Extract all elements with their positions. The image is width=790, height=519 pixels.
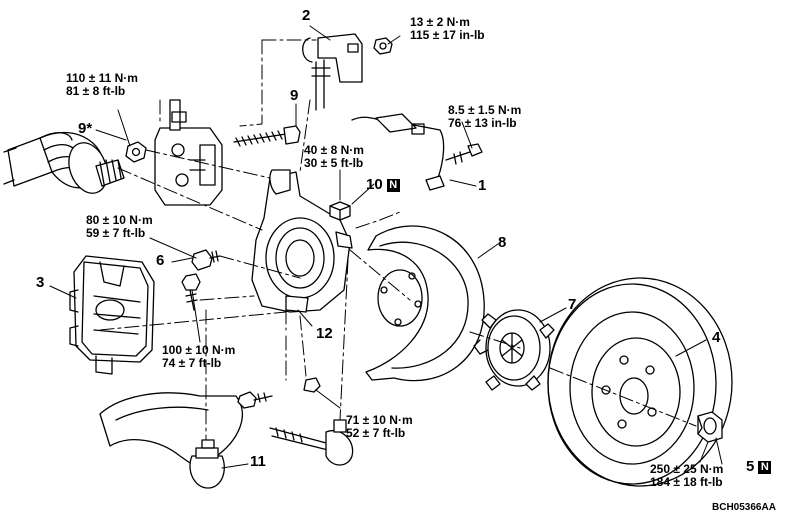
callout-1: 1 (478, 177, 487, 194)
lower-arm-ball-joint-11 (99, 392, 243, 489)
torque-3-ftlb: 74 ± 7 ft-lb (162, 356, 222, 370)
callout-11: 11 (250, 453, 266, 470)
torque-6-nm: 80 ± 10 N·m (86, 213, 153, 227)
figure-code: BCH05366AA (712, 502, 776, 513)
torque-spec-5: 250 ± 25 N·m 184 ± 18 ft-lb (650, 463, 723, 489)
dust-shield-8 (365, 225, 485, 382)
torque-5-nm: 250 ± 25 N·m (650, 462, 724, 476)
brake-caliper-3 (69, 255, 155, 375)
wheel-speed-sensor-1 (351, 113, 483, 191)
replace-nut-badge-5: N (758, 461, 772, 474)
torque-9-star-ftlb: 81 ± 8 ft-lb (66, 84, 126, 98)
torque-spec-10: 40 ± 8 N·m 30 ± 5 ft-lb (304, 144, 364, 170)
torque-5-ftlb: 184 ± 18 ft-lb (650, 475, 723, 489)
caliper-bolt (181, 273, 201, 311)
tie-rod-end (269, 419, 354, 466)
torque-11-ftlb: 52 ± 7 ft-lb (346, 426, 406, 440)
torque-11-nm: 71 ± 10 N·m (346, 413, 413, 427)
torque-spec-1: 8.5 ± 1.5 N·m 76 ± 13 in-lb (448, 104, 521, 130)
bolt-6 (191, 249, 221, 271)
callout-7: 7 (568, 296, 577, 313)
callout-5-number: 5 (746, 458, 755, 475)
hose-bracket-2 (302, 33, 393, 111)
torque-10-ftlb: 30 ± 5 ft-lb (304, 156, 364, 170)
drive-shaft (3, 131, 125, 194)
lower-arm-bolt (237, 391, 273, 409)
callout-3: 3 (36, 274, 45, 291)
steering-knuckle-12 (251, 169, 353, 313)
wheel-hub-7 (473, 309, 555, 391)
torque-3-nm: 100 ± 10 N·m (162, 343, 236, 357)
torque-spec-9-star: 110 ± 11 N·m 81 ± 8 ft-lb (66, 72, 138, 98)
callout-2: 2 (302, 7, 311, 24)
replace-nut-badge-10: N (386, 179, 400, 192)
callout-9-star: 9* (78, 120, 93, 137)
torque-spec-3: 100 ± 10 N·m 74 ± 7 ft-lb (162, 344, 235, 370)
torque-1-inlb: 76 ± 13 in-lb (448, 116, 517, 130)
strut-bracket (154, 99, 223, 206)
torque-1-nm: 8.5 ± 1.5 N·m (448, 103, 522, 117)
hub-nut-5 (697, 411, 723, 443)
knuckle-bolt (303, 377, 321, 393)
callout-6: 6 (156, 252, 165, 269)
callout-8: 8 (498, 234, 507, 251)
torque-spec-6: 80 ± 10 N·m 59 ± 7 ft-lb (86, 214, 153, 240)
assembly-center-lines (99, 39, 697, 441)
torque-10-nm: 40 ± 8 N·m (304, 143, 364, 157)
callout-10-number: 10 (366, 176, 383, 193)
callout-12: 12 (316, 325, 333, 342)
callout-9: 9 (290, 87, 299, 104)
torque-spec-11: 71 ± 10 N·m 52 ± 7 ft-lb (346, 414, 413, 440)
brake-disc-4 (547, 277, 733, 487)
torque-2-inlb: 115 ± 17 in-lb (410, 28, 485, 42)
callout-leaders (49, 25, 723, 469)
torque-6-ftlb: 59 ± 7 ft-lb (86, 226, 146, 240)
torque-2-nm: 13 ± 2 N·m (410, 15, 470, 29)
callout-4: 4 (712, 329, 721, 346)
nut-10 (329, 201, 351, 221)
torque-9-star-nm: 110 ± 11 N·m (66, 71, 138, 85)
bolt-9 (233, 125, 301, 147)
lock-nut-9-star (125, 141, 147, 163)
torque-spec-2: 13 ± 2 N·m 115 ± 17 in-lb (410, 16, 485, 42)
